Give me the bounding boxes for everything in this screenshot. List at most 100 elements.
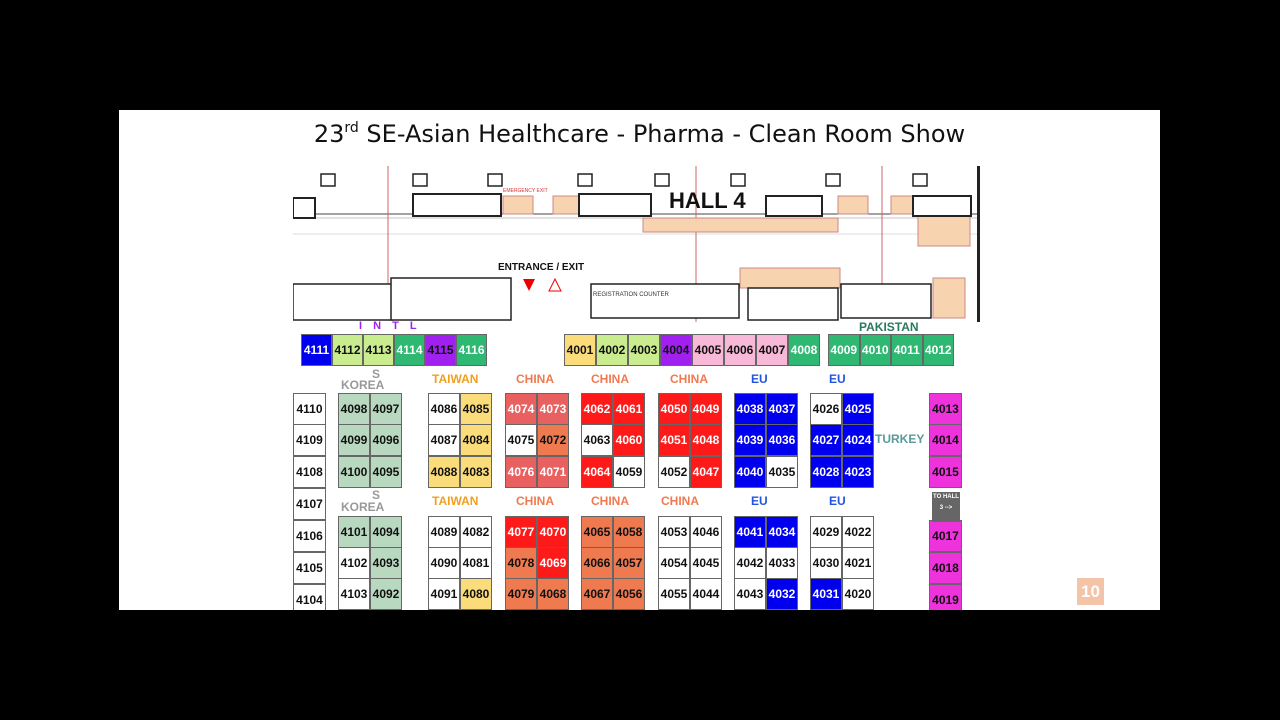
booth-4004[interactable]: 4004 bbox=[660, 334, 692, 366]
booth-4058[interactable]: 4058 bbox=[613, 516, 645, 548]
booth-4099[interactable]: 4099 bbox=[338, 424, 370, 456]
booth-4084[interactable]: 4084 bbox=[460, 424, 492, 456]
booth-4048[interactable]: 4048 bbox=[690, 424, 722, 456]
booth-4079[interactable]: 4079 bbox=[505, 578, 537, 610]
booth-4015[interactable]: 4015 bbox=[929, 456, 962, 488]
booth-4044[interactable]: 4044 bbox=[690, 578, 722, 610]
booth-4047[interactable]: 4047 bbox=[690, 456, 722, 488]
booth-4105[interactable]: 4105 bbox=[293, 552, 326, 584]
booth-4031[interactable]: 4031 bbox=[810, 578, 842, 610]
booth-4076[interactable]: 4076 bbox=[505, 456, 537, 488]
booth-4087[interactable]: 4087 bbox=[428, 424, 460, 456]
booth-4022[interactable]: 4022 bbox=[842, 516, 874, 548]
booth-4095[interactable]: 4095 bbox=[370, 456, 402, 488]
booth-4049[interactable]: 4049 bbox=[690, 393, 722, 425]
booth-4111[interactable]: 4111 bbox=[301, 334, 332, 366]
booth-4014[interactable]: 4014 bbox=[929, 424, 962, 456]
booth-4083[interactable]: 4083 bbox=[460, 456, 492, 488]
booth-4097[interactable]: 4097 bbox=[370, 393, 402, 425]
booth-4036[interactable]: 4036 bbox=[766, 424, 798, 456]
booth-4091[interactable]: 4091 bbox=[428, 578, 460, 610]
booth-4078[interactable]: 4078 bbox=[505, 547, 537, 579]
booth-4112[interactable]: 4112 bbox=[332, 334, 363, 366]
booth-4069[interactable]: 4069 bbox=[537, 547, 569, 579]
booth-4032[interactable]: 4032 bbox=[766, 578, 798, 610]
booth-4063[interactable]: 4063 bbox=[581, 424, 613, 456]
booth-4107[interactable]: 4107 bbox=[293, 488, 326, 520]
booth-4017[interactable]: 4017 bbox=[929, 520, 962, 552]
booth-4104[interactable]: 4104 bbox=[293, 584, 326, 610]
booth-4057[interactable]: 4057 bbox=[613, 547, 645, 579]
booth-4059[interactable]: 4059 bbox=[613, 456, 645, 488]
booth-4055[interactable]: 4055 bbox=[658, 578, 690, 610]
booth-4116[interactable]: 4116 bbox=[456, 334, 487, 366]
booth-4077[interactable]: 4077 bbox=[505, 516, 537, 548]
booth-4033[interactable]: 4033 bbox=[766, 547, 798, 579]
booth-4008[interactable]: 4008 bbox=[788, 334, 820, 366]
booth-4054[interactable]: 4054 bbox=[658, 547, 690, 579]
booth-4052[interactable]: 4052 bbox=[658, 456, 690, 488]
booth-4043[interactable]: 4043 bbox=[734, 578, 766, 610]
booth-4018[interactable]: 4018 bbox=[929, 552, 962, 584]
booth-4065[interactable]: 4065 bbox=[581, 516, 613, 548]
booth-4080[interactable]: 4080 bbox=[460, 578, 492, 610]
booth-4071[interactable]: 4071 bbox=[537, 456, 569, 488]
booth-4041[interactable]: 4041 bbox=[734, 516, 766, 548]
booth-4061[interactable]: 4061 bbox=[613, 393, 645, 425]
booth-4029[interactable]: 4029 bbox=[810, 516, 842, 548]
booth-4064[interactable]: 4064 bbox=[581, 456, 613, 488]
booth-4100[interactable]: 4100 bbox=[338, 456, 370, 488]
booth-4007[interactable]: 4007 bbox=[756, 334, 788, 366]
booth-4082[interactable]: 4082 bbox=[460, 516, 492, 548]
booth-4081[interactable]: 4081 bbox=[460, 547, 492, 579]
booth-4070[interactable]: 4070 bbox=[537, 516, 569, 548]
booth-4113[interactable]: 4113 bbox=[363, 334, 394, 366]
booth-4002[interactable]: 4002 bbox=[596, 334, 628, 366]
booth-4067[interactable]: 4067 bbox=[581, 578, 613, 610]
booth-4027[interactable]: 4027 bbox=[810, 424, 842, 456]
booth-4011[interactable]: 4011 bbox=[891, 334, 923, 366]
booth-4093[interactable]: 4093 bbox=[370, 547, 402, 579]
booth-4101[interactable]: 4101 bbox=[338, 516, 370, 548]
booth-4020[interactable]: 4020 bbox=[842, 578, 874, 610]
booth-4039[interactable]: 4039 bbox=[734, 424, 766, 456]
booth-4012[interactable]: 4012 bbox=[922, 334, 954, 366]
booth-4030[interactable]: 4030 bbox=[810, 547, 842, 579]
booth-4023[interactable]: 4023 bbox=[842, 456, 874, 488]
booth-4056[interactable]: 4056 bbox=[613, 578, 645, 610]
booth-4073[interactable]: 4073 bbox=[537, 393, 569, 425]
booth-4110[interactable]: 4110 bbox=[293, 393, 326, 425]
booth-4009[interactable]: 4009 bbox=[828, 334, 860, 366]
booth-4094[interactable]: 4094 bbox=[370, 516, 402, 548]
booth-4019[interactable]: 4019 bbox=[929, 584, 962, 610]
booth-4046[interactable]: 4046 bbox=[690, 516, 722, 548]
booth-4096[interactable]: 4096 bbox=[370, 424, 402, 456]
booth-4103[interactable]: 4103 bbox=[338, 578, 370, 610]
booth-4075[interactable]: 4075 bbox=[505, 424, 537, 456]
booth-4040[interactable]: 4040 bbox=[734, 456, 766, 488]
booth-4001[interactable]: 4001 bbox=[564, 334, 596, 366]
booth-4038[interactable]: 4038 bbox=[734, 393, 766, 425]
to-hall-3-sign[interactable]: TO HALL 3 --> bbox=[932, 492, 960, 522]
booth-4090[interactable]: 4090 bbox=[428, 547, 460, 579]
booth-4053[interactable]: 4053 bbox=[658, 516, 690, 548]
booth-4109[interactable]: 4109 bbox=[293, 424, 326, 456]
booth-4086[interactable]: 4086 bbox=[428, 393, 460, 425]
booth-4045[interactable]: 4045 bbox=[690, 547, 722, 579]
booth-4092[interactable]: 4092 bbox=[370, 578, 402, 610]
booth-4072[interactable]: 4072 bbox=[537, 424, 569, 456]
booth-4074[interactable]: 4074 bbox=[505, 393, 537, 425]
booth-4051[interactable]: 4051 bbox=[658, 424, 690, 456]
booth-4024[interactable]: 4024 bbox=[842, 424, 874, 456]
booth-4042[interactable]: 4042 bbox=[734, 547, 766, 579]
booth-4108[interactable]: 4108 bbox=[293, 456, 326, 488]
booth-4062[interactable]: 4062 bbox=[581, 393, 613, 425]
booth-4115[interactable]: 4115 bbox=[425, 334, 456, 366]
booth-4025[interactable]: 4025 bbox=[842, 393, 874, 425]
booth-4089[interactable]: 4089 bbox=[428, 516, 460, 548]
booth-4066[interactable]: 4066 bbox=[581, 547, 613, 579]
booth-4098[interactable]: 4098 bbox=[338, 393, 370, 425]
booth-4006[interactable]: 4006 bbox=[724, 334, 756, 366]
booth-4026[interactable]: 4026 bbox=[810, 393, 842, 425]
booth-4021[interactable]: 4021 bbox=[842, 547, 874, 579]
